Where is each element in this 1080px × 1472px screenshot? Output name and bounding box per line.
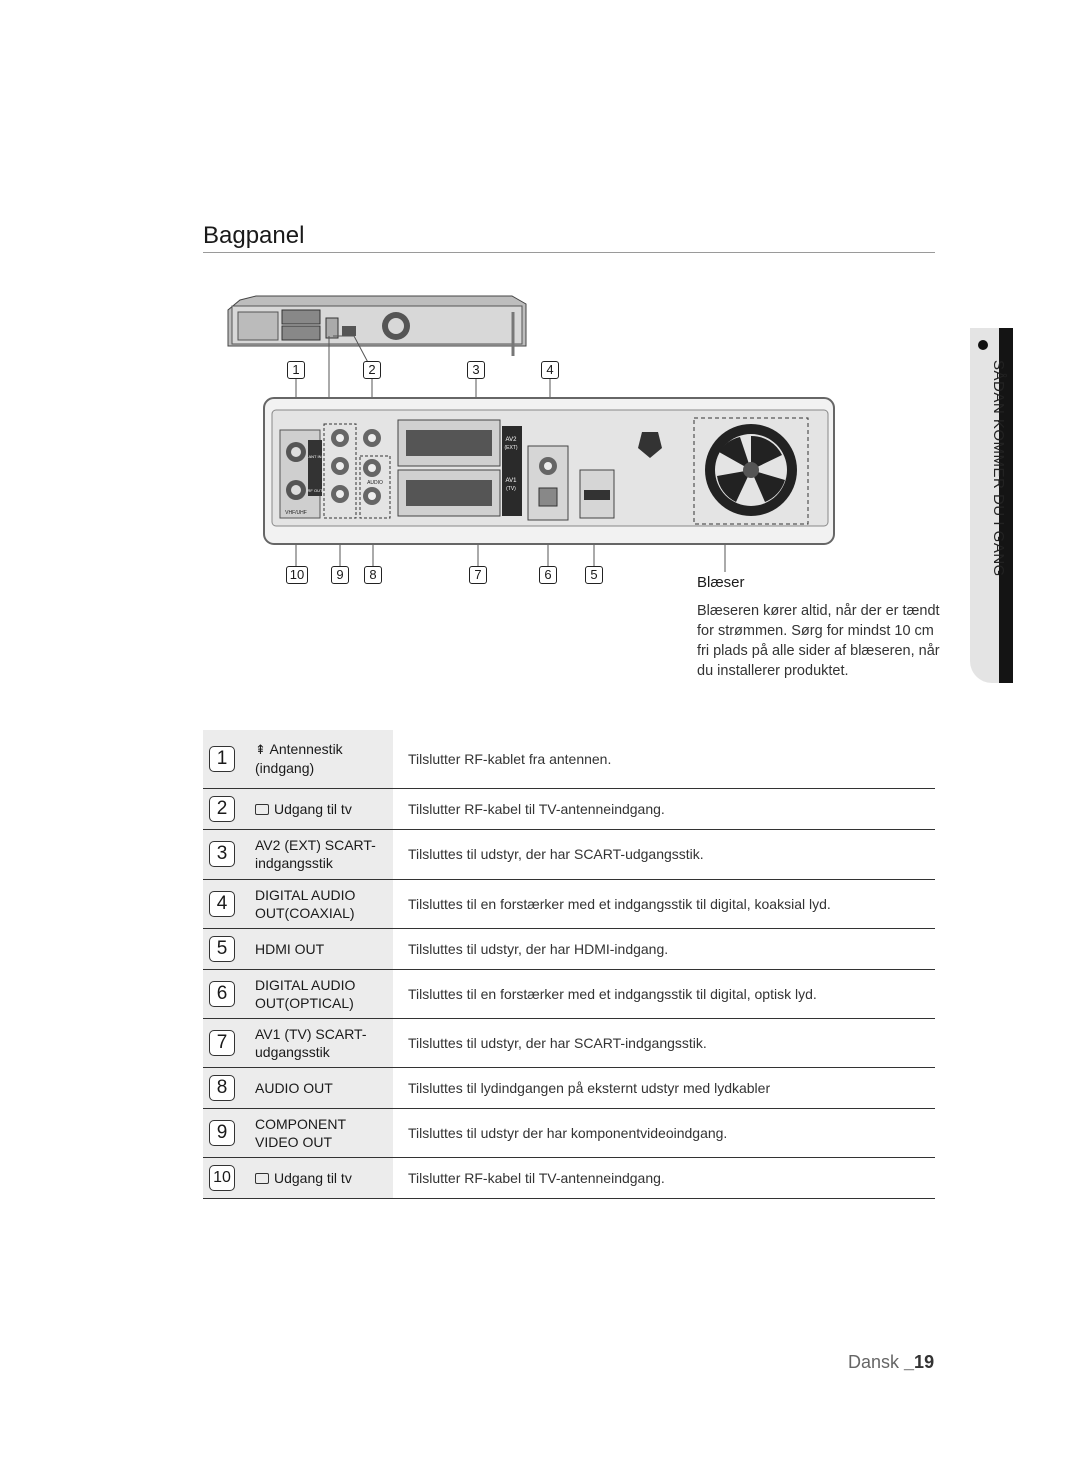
ports-table: 1 ⇞ Antennestik (indgang) Tilslutter RF-…: [203, 730, 935, 1199]
rf-out-label: RF OUT: [308, 488, 323, 493]
chapter-title: SÅDAN KOMMER DU I GANG: [990, 360, 1007, 577]
tv-icon: [255, 803, 269, 815]
page-title: Bagpanel: [203, 222, 305, 249]
fan-label: Blæser: [697, 574, 745, 591]
callout-3: 3: [467, 361, 485, 379]
port-label: AUDIO OUT: [245, 1067, 393, 1109]
table-row: 5 HDMI OUT Tilsluttes til udstyr, der ha…: [203, 928, 935, 970]
row-number: 10: [209, 1164, 235, 1191]
port-description: Tilsluttes til udstyr, der har SCART-udg…: [393, 829, 935, 880]
row-number: 5: [209, 935, 235, 962]
vhf-uhf-label: VHF/UHF: [285, 510, 307, 516]
port-label: Udgang til tv: [274, 1169, 352, 1186]
ant-in-label: ANT IN: [308, 454, 321, 459]
port-description: Tilsluttes til udstyr, der har SCART-ind…: [393, 1018, 935, 1068]
row-number: 6: [209, 980, 235, 1007]
port-label: AV1 (TV) SCART-udgangsstik: [245, 1018, 393, 1068]
antenna-icon: ⇞: [255, 742, 270, 758]
table-row: 3 AV2 (EXT) SCART-indgangsstik Tilslutte…: [203, 829, 935, 880]
row-number: 9: [209, 1119, 235, 1146]
row-number: 2: [209, 795, 235, 822]
callout-7: 7: [469, 566, 487, 584]
port-description: Tilsluttes til lydindgangen på eksternt …: [393, 1067, 935, 1109]
fan-description: Blæseren kører altid, når der er tændt f…: [697, 603, 940, 679]
port-label: COMPONENT VIDEO OUT: [245, 1108, 393, 1158]
title-divider: [203, 252, 935, 253]
row-number: 8: [209, 1074, 235, 1101]
port-label: HDMI OUT: [245, 928, 393, 970]
page-footer: Dansk _19: [848, 1352, 934, 1373]
chapter-tab: [970, 328, 1013, 683]
table-row: 7 AV1 (TV) SCART-udgangsstik Tilsluttes …: [203, 1018, 935, 1068]
callout-9: 9: [331, 566, 349, 584]
port-label: DIGITAL AUDIO OUT(COAXIAL): [245, 879, 393, 929]
av2-label: AV2: [506, 437, 518, 443]
port-description: Tilslutter RF-kabel til TV-antenneindgan…: [393, 788, 935, 830]
port-description: Tilsluttes til udstyr der har komponentv…: [393, 1108, 935, 1158]
port-label: Antennestik (indgang): [255, 741, 343, 777]
tv-icon: [255, 1172, 269, 1184]
port-description: Tilsluttes til en forstærker med et indg…: [393, 969, 935, 1019]
callout-1: 1: [287, 361, 305, 379]
port-label: AV2 (EXT) SCART-indgangsstik: [245, 829, 393, 880]
ext-label: (EXT): [504, 445, 517, 451]
row-number: 3: [209, 841, 235, 867]
table-row: 2 Udgang til tv Tilslutter RF-kabel til …: [203, 788, 935, 830]
callout-5: 5: [585, 566, 603, 584]
row-number: 4: [209, 890, 235, 917]
table-row: 1 ⇞ Antennestik (indgang) Tilslutter RF-…: [203, 730, 935, 789]
table-row: 4 DIGITAL AUDIO OUT(COAXIAL) Tilsluttes …: [203, 879, 935, 929]
page-number: _19: [904, 1352, 935, 1372]
callout-6: 6: [539, 566, 557, 584]
bullet-icon: [978, 340, 988, 350]
callout-4: 4: [541, 361, 559, 379]
port-description: Tilslutter RF-kablet fra antennen.: [393, 730, 935, 789]
callout-10: 10: [286, 566, 308, 584]
table-row: 10 Udgang til tv Tilslutter RF-kabel til…: [203, 1157, 935, 1199]
port-description: Tilsluttes til en forstærker med et indg…: [393, 879, 935, 929]
av1-label: AV1: [506, 478, 518, 484]
table-row: 8 AUDIO OUT Tilsluttes til lydindgangen …: [203, 1067, 935, 1109]
table-row: 6 DIGITAL AUDIO OUT(OPTICAL) Tilsluttes …: [203, 969, 935, 1019]
row-number: 7: [209, 1029, 235, 1056]
footer-language: Dansk: [848, 1352, 900, 1372]
port-description: Tilsluttes til udstyr, der har HDMI-indg…: [393, 928, 935, 970]
tv-label: (TV): [506, 486, 516, 492]
panel-enlarged: [263, 397, 835, 545]
callout-8: 8: [364, 566, 382, 584]
port-label: DIGITAL AUDIO OUT(OPTICAL): [245, 969, 393, 1019]
port-description: Tilslutter RF-kabel til TV-antenneindgan…: [393, 1157, 935, 1199]
row-number: 1: [209, 745, 235, 772]
callout-2: 2: [363, 361, 381, 379]
port-label: Udgang til tv: [274, 800, 352, 817]
rear-panel-diagram: AV2 (EXT) AV1 (TV) AUDIO VHF/UHF ANT IN …: [227, 295, 835, 572]
audio-label: AUDIO: [367, 480, 383, 486]
device-overview: [227, 295, 527, 356]
table-row: 9 COMPONENT VIDEO OUT Tilsluttes til uds…: [203, 1108, 935, 1158]
